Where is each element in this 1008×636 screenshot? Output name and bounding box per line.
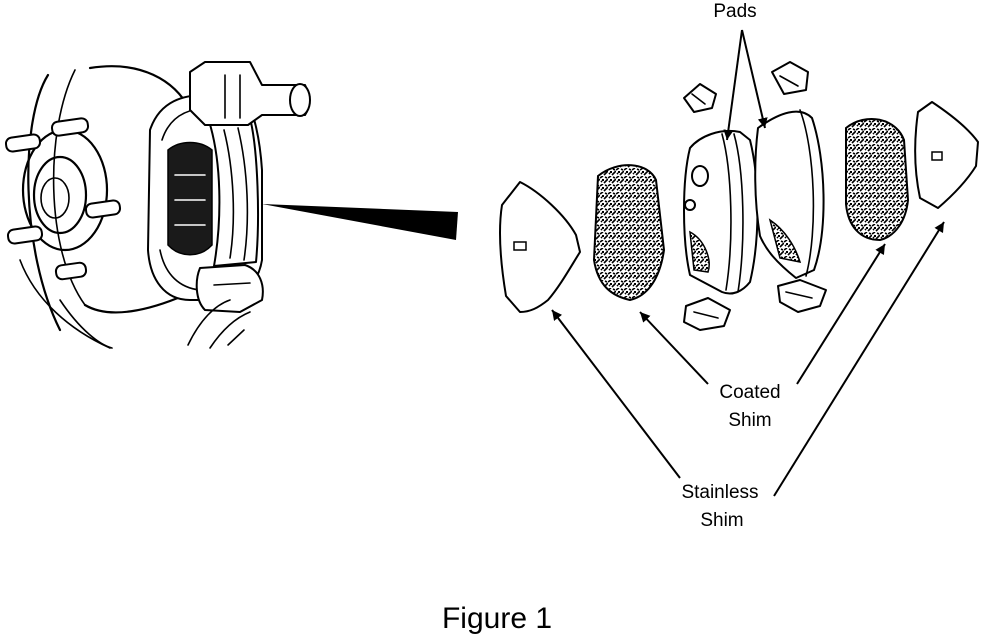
label-stainless-shim-line1: Stainless bbox=[681, 482, 758, 503]
coated-shim-outer bbox=[845, 118, 910, 242]
pad-clip-lower-inner bbox=[683, 297, 731, 331]
figure-caption: Figure 1 bbox=[442, 602, 552, 635]
label-pads: Pads bbox=[713, 1, 756, 22]
leader-arrows bbox=[551, 29, 945, 497]
coated-shim-inner bbox=[592, 164, 666, 302]
shim-tab-slot bbox=[513, 241, 527, 251]
label-stainless-shim-line2: Shim bbox=[700, 510, 743, 531]
wheel-stud-group bbox=[4, 117, 122, 281]
exploded-pad-assembly bbox=[498, 61, 979, 331]
callout-wedge bbox=[262, 204, 458, 240]
brake-pad-inner bbox=[683, 130, 759, 295]
label-coated-shim-line1: Coated bbox=[719, 382, 780, 403]
pad-clip-upper-outer bbox=[771, 61, 809, 95]
stainless-shim-outer bbox=[914, 101, 979, 209]
pad-clip-upper-inner bbox=[683, 83, 717, 113]
label-coated-shim-line2: Shim bbox=[728, 410, 771, 431]
hub-rotor-caliper-assembly bbox=[4, 61, 311, 349]
stainless-shim-inner bbox=[498, 181, 581, 313]
brake-pad-outer bbox=[754, 109, 825, 279]
shim-tab-slot bbox=[931, 151, 943, 161]
